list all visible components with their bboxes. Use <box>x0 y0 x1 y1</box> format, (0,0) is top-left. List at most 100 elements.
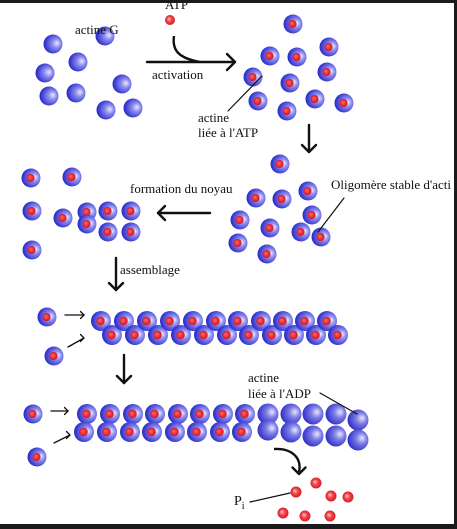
atp-core <box>307 211 316 219</box>
g-actin-monomer <box>35 63 55 83</box>
atp-core <box>199 330 208 340</box>
label-layer: ATP actine G activation actine liée à l'… <box>75 0 451 512</box>
phosphate-label-sub: i <box>242 501 245 512</box>
phosphate-ion <box>342 491 354 503</box>
nucleus-monomer <box>121 222 141 242</box>
atp-core <box>265 52 274 60</box>
phosphate-label-main: P <box>234 494 242 509</box>
atp-core <box>96 316 105 326</box>
atp-label: ATP <box>165 0 188 12</box>
oligomer-monomer <box>302 205 322 225</box>
filament-monomer-bottom <box>232 422 252 442</box>
atp-actin-monomer <box>317 62 337 82</box>
filament-monomer-bottom <box>284 325 304 345</box>
down-arrow-head-1 <box>300 143 318 154</box>
atp-core <box>324 43 333 51</box>
atp-core <box>103 207 112 215</box>
filament-monomer-top <box>228 311 248 331</box>
assembly-arrow-head <box>107 281 125 292</box>
atp-core <box>222 330 231 340</box>
release-arrow-head <box>291 466 307 476</box>
filament-monomer-top <box>251 311 271 331</box>
atp-core <box>26 174 35 182</box>
oligomer-pointer <box>317 197 345 233</box>
atp-core <box>233 239 242 247</box>
filament-monomer-bottom <box>142 422 162 442</box>
filament-monomer-bottom <box>171 325 191 345</box>
filament-monomer-top <box>145 404 165 424</box>
g-actin-label: actine G <box>75 22 119 37</box>
atp-core <box>218 409 227 419</box>
phosphate-ion <box>324 510 336 522</box>
incoming-arrow-head <box>79 333 85 343</box>
adp-actin-monomer <box>347 429 369 451</box>
adp-actin-monomer <box>325 425 347 447</box>
nucleus-monomer <box>22 201 42 221</box>
atp-actin-monomer <box>260 46 280 66</box>
atp-actin-monomer <box>283 14 303 34</box>
filament-monomer-bottom <box>210 422 230 442</box>
adp-actin-monomer <box>302 403 324 425</box>
atp-core <box>275 160 284 168</box>
atp-bound-pointer <box>227 75 263 112</box>
atp-core <box>277 195 286 203</box>
oligomer-monomer <box>230 210 250 230</box>
g-actin-monomer <box>39 86 59 106</box>
atp-core <box>278 316 287 326</box>
oligomer-monomer <box>311 227 331 247</box>
nucleus-monomer <box>98 222 118 242</box>
atp-core <box>27 246 36 254</box>
atp-actin-monomer <box>248 91 268 111</box>
free-monomer <box>27 447 47 467</box>
atp-core <box>237 427 246 437</box>
activation-arrow-head <box>225 52 237 72</box>
atp-core <box>300 316 309 326</box>
atp-core <box>126 207 135 215</box>
atp-core <box>256 316 265 326</box>
phosphate-ion <box>290 486 302 498</box>
atp-core <box>253 97 262 105</box>
atp-core <box>288 20 297 28</box>
atp-core <box>310 95 319 103</box>
atp-core <box>125 427 134 437</box>
nucleus-monomer <box>77 214 97 234</box>
atp-core <box>322 316 331 326</box>
oligomer-monomer <box>272 189 292 209</box>
g-actin-monomer <box>112 74 132 94</box>
atp-core <box>248 73 257 81</box>
phosphate-ion <box>277 507 289 519</box>
atp-actin-monomer <box>280 73 300 93</box>
filament-monomer-top <box>123 404 143 424</box>
oligomer-monomer <box>260 218 280 238</box>
atp-core <box>42 313 51 321</box>
adp-actin-monomer <box>280 421 302 443</box>
atp-core <box>130 330 139 340</box>
atp-core <box>282 107 291 115</box>
atp-core <box>58 214 67 222</box>
filament-monomer-bottom <box>148 325 168 345</box>
filament-monomer-top <box>168 404 188 424</box>
atp-core <box>233 316 242 326</box>
connector-layer <box>50 35 358 503</box>
monomer-layer <box>21 14 369 522</box>
filament-monomer-bottom <box>239 325 259 345</box>
filament-monomer-bottom <box>102 325 122 345</box>
atp-core <box>322 68 331 76</box>
oligomer-monomer <box>246 188 266 208</box>
atp-actin-monomer <box>287 47 307 67</box>
incoming-arrow-shaft <box>53 434 71 444</box>
incoming-arrow-head <box>63 406 69 416</box>
atp-core <box>27 207 36 215</box>
filament-monomer-top <box>137 311 157 331</box>
adp-bound-label-line2: liée à l'ADP <box>248 386 311 401</box>
atp-core <box>102 427 111 437</box>
filament-monomer-top <box>235 404 255 424</box>
nucleus-monomer <box>62 167 82 187</box>
atp-core <box>316 233 325 241</box>
atp-core <box>292 53 301 61</box>
top-border <box>0 0 457 3</box>
atp-core <box>215 427 224 437</box>
atp-core <box>119 316 128 326</box>
adp-bound-label-line1: actine <box>248 370 279 385</box>
